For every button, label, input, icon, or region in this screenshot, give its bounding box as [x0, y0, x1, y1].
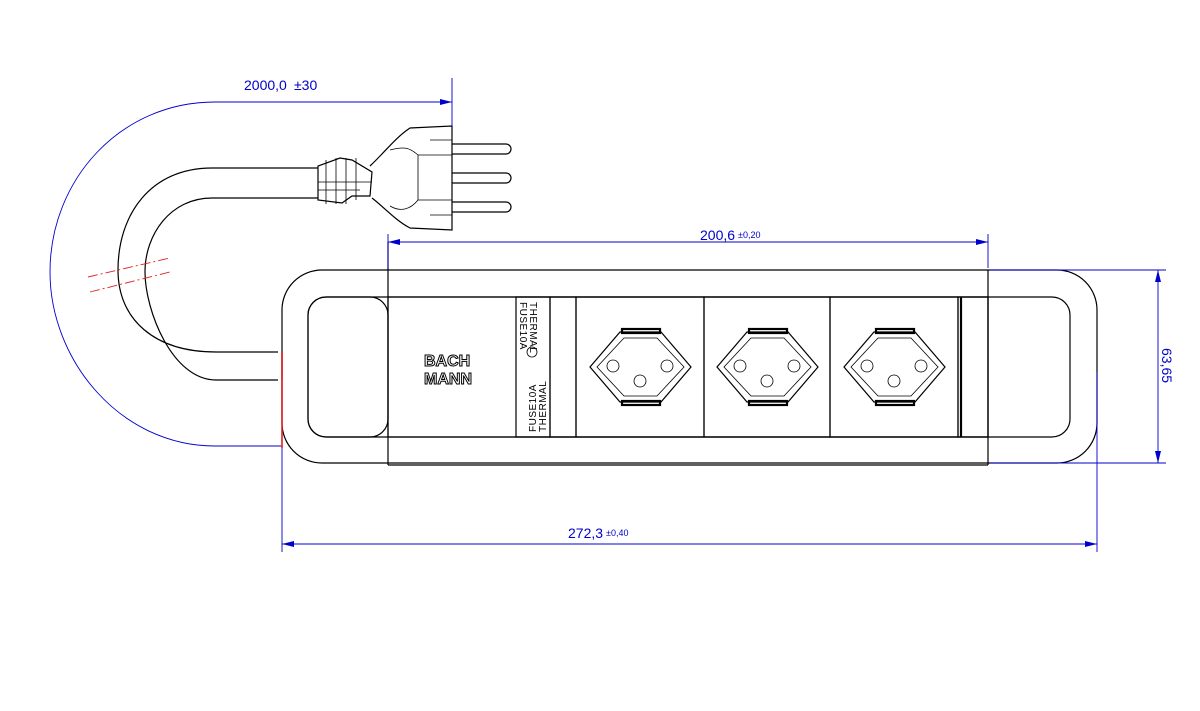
fuse-label-2-line2: FUSE10A	[528, 384, 539, 432]
brand-module: BACH MANN	[424, 353, 473, 389]
fuse-module: THERMAL FUSE10A THERMAL FUSE10A	[515, 296, 577, 438]
brand-logo-line1: BACH	[424, 353, 470, 370]
dimension-overall-length: 272,3 ±0,40	[281, 372, 1098, 552]
fuse-label-1-line2: FUSE10A	[517, 302, 528, 350]
overall-length-value: 272,3	[568, 525, 603, 541]
socket-2	[703, 296, 831, 438]
fuse-indicator-icon	[526, 346, 538, 358]
socket-3	[829, 296, 959, 438]
socket-length-tolerance: ±0,20	[738, 230, 760, 240]
height-value: 63,65	[1159, 348, 1175, 383]
overall-length-tolerance: ±0,40	[606, 528, 628, 538]
dimension-height: 63,65	[990, 269, 1175, 464]
cable-length-tolerance: ±30	[294, 77, 317, 93]
dimension-cable-length: 2000,0 ±30	[244, 77, 453, 126]
cable-length-value: 2000,0	[244, 77, 287, 93]
power-cable	[49, 101, 452, 447]
dimension-socket-length: 200,6 ±0,20	[387, 227, 989, 268]
fuse-label-1-line1: THERMAL	[527, 302, 538, 353]
socket-1	[575, 296, 705, 438]
plug	[317, 125, 512, 231]
fuse-label-2-line1: THERMAL	[538, 381, 549, 432]
socket-length-value: 200,6	[700, 227, 735, 243]
power-strip: BACH MANN THERMAL FUSE10A THERMAL FUSE10…	[281, 242, 1098, 466]
brand-logo-line2: MANN	[424, 371, 472, 388]
